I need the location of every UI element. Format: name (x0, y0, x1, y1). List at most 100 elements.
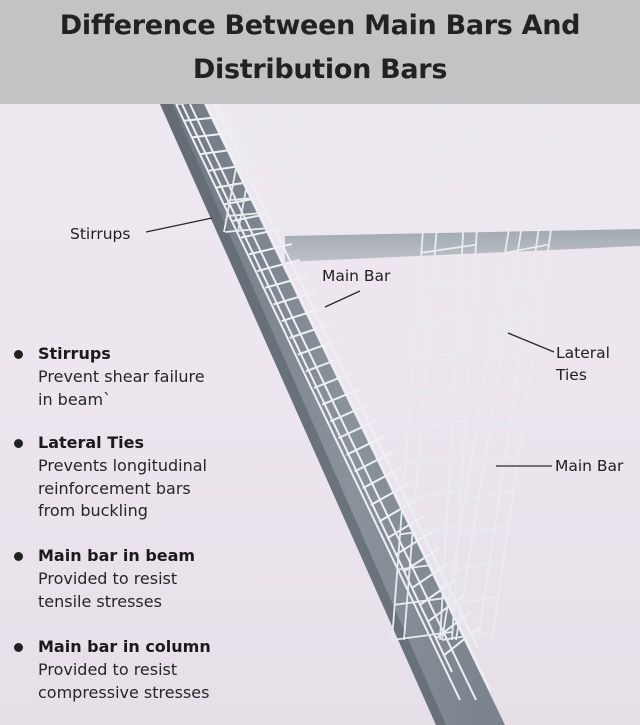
column-lateral-tie (391, 631, 453, 641)
title-banner: Difference Between Main Bars And Distrib… (0, 0, 640, 104)
column-lateral-tie (415, 314, 472, 325)
main-bar-beam-callout-label: Main Bar (322, 267, 391, 285)
beam-stirrup (305, 355, 347, 373)
beam-stirrup (281, 307, 324, 323)
legend-desc-line: reinforcement bars (38, 478, 191, 498)
column-lateral-tie (459, 525, 508, 536)
beam-stirrup (313, 371, 355, 389)
column-main-bar (477, 111, 557, 641)
upper-cage-tie (233, 177, 301, 185)
column-lateral-tie (429, 138, 483, 149)
column-lateral-tie (399, 525, 459, 536)
stirrups-callout-label: Stirrups (70, 225, 131, 243)
column-main-bar (451, 111, 485, 641)
column-lateral-tie (441, 631, 493, 641)
upper-cage-tie (230, 193, 298, 201)
legend-item-title: Main bar in beam (38, 546, 196, 565)
beam-stirrup (427, 595, 464, 623)
upper-cage-bar (237, 103, 263, 233)
beam-stirrup (256, 259, 300, 273)
beam-stirrup (354, 451, 394, 473)
upper-cage-tie (245, 113, 313, 121)
column-lateral-tie (410, 384, 468, 395)
column-lateral-tie (418, 279, 474, 289)
column-lateral-tie (510, 208, 553, 219)
beam-stirrup (329, 403, 370, 423)
column-lateral-tie (426, 173, 480, 184)
beam-main-bar (175, 103, 461, 701)
legend-desc-line: Prevents longitudinal (38, 456, 207, 475)
column-lateral-tie (423, 208, 478, 219)
upper-cage-tie (239, 145, 307, 153)
beam-stirrup (200, 147, 246, 156)
upper-cage-tie (224, 225, 292, 233)
beam-stirrup (297, 339, 339, 356)
beam-stirrup (240, 227, 285, 239)
beam-stirrup (192, 131, 238, 139)
column-lateral-tie (407, 419, 465, 430)
legend-desc-line: compressive stresses (38, 682, 210, 702)
beam-stirrup (386, 515, 425, 540)
bullet-icon (14, 439, 23, 448)
beam-stirrup (378, 499, 417, 523)
beam-stirrup (337, 419, 378, 440)
column-rebar-cage-right (441, 103, 569, 641)
beam-stirrup (443, 627, 479, 657)
legend-desc-line: in beam` (38, 389, 112, 409)
column-lateral-tie (527, 103, 569, 113)
beam-stirrup (410, 563, 448, 590)
legend-item-title: Main bar in column (38, 637, 211, 656)
beam-stirrup (321, 387, 363, 406)
column-lateral-tie (397, 560, 457, 571)
upper-cage-bar (223, 103, 249, 233)
bullet-icon (14, 552, 23, 561)
legend-item-description: Provided to resist compressive stresses (38, 659, 258, 704)
upper-cage-tie (242, 129, 310, 137)
column-lateral-tie (493, 314, 538, 325)
legend-desc-line: Provided to resist (38, 569, 178, 588)
legend-item-title: Stirrups (38, 344, 111, 363)
column-lateral-tie (464, 490, 513, 501)
beam-stirrup (362, 467, 402, 490)
beam-side-face (160, 104, 446, 725)
legend-item-description: Prevents longitudinal reinforcement bars… (38, 455, 258, 523)
legend-item-description: Provided to resist tensile stresses (38, 568, 258, 613)
beam-stirrup (184, 115, 230, 122)
column-lateral-tie (504, 243, 548, 254)
beam-stirrup (370, 483, 409, 506)
beam-stirrup (265, 275, 308, 289)
beam-stirrup (273, 291, 316, 306)
beam-main-bar (181, 103, 453, 673)
column-lateral-tie (394, 595, 455, 606)
column-lateral-tie (481, 384, 528, 395)
column-lateral-tie (421, 243, 476, 254)
main-bar-beam-leader-line (324, 290, 361, 308)
title-line-1: Difference Between Main Bars And (59, 10, 581, 41)
column-lateral-tie (431, 103, 485, 113)
column-lateral-tie (453, 560, 503, 571)
column-main-bar (491, 111, 569, 641)
stirrups-leader-line (145, 217, 213, 233)
diagonal-beam (160, 104, 505, 725)
column-lateral-tie (499, 279, 543, 289)
column-main-bar (455, 111, 541, 641)
legend-item-description: Prevent shear failure in beam` (38, 366, 258, 411)
column-lateral-tie (522, 138, 564, 149)
column-lateral-tie (487, 349, 533, 360)
lateral-ties-callout-label-line-2: Ties (556, 366, 587, 384)
upper-cage-tie (236, 161, 304, 169)
title-line-2: Distribution Bars (192, 54, 448, 85)
beam-stirrup (208, 163, 254, 172)
column-main-bar (439, 111, 471, 641)
legend-desc-line: Prevent shear failure (38, 367, 205, 386)
beam-stirrup (289, 323, 332, 339)
column-rebar-cage-left (223, 103, 485, 641)
column-lateral-tie (476, 419, 523, 430)
column-main-bar (391, 111, 433, 641)
bullet-icon (14, 350, 23, 359)
column-main-bar (441, 111, 529, 641)
main-bar-column-callout-label: Main Bar (555, 457, 624, 475)
beam-stirrup (346, 435, 386, 456)
